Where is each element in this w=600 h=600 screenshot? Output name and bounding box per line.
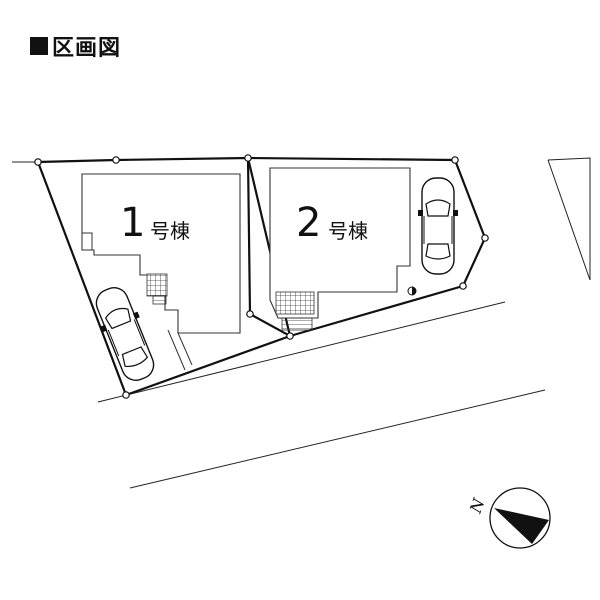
lot-1: 1 号棟 <box>36 156 292 397</box>
lot-1-number: 1 <box>120 200 145 246</box>
entrance-tiles-2 <box>275 291 315 315</box>
neighbor-lot-outline <box>547 157 591 280</box>
meter-icon-half <box>412 287 416 295</box>
entrance-steps-2 <box>281 317 313 331</box>
compass-needle <box>494 508 549 544</box>
entrance-tiles-1 <box>146 273 168 297</box>
boundary-markers <box>34 154 489 399</box>
building-2-footprint <box>269 167 411 319</box>
lot-1-boundary <box>36 156 292 397</box>
lot-2-suffix: 号棟 <box>328 219 368 243</box>
road-edge-near <box>97 301 506 403</box>
corner-marker <box>246 310 254 318</box>
building-1-notch <box>81 232 93 251</box>
lot-2-number: 2 <box>296 200 321 246</box>
corner-marker <box>286 332 294 340</box>
corner-marker <box>122 391 130 399</box>
corner-marker <box>459 282 467 290</box>
title-square-icon <box>30 37 48 55</box>
title-text: 区画図 <box>52 36 122 61</box>
north-arrow-compass-icon: N <box>466 487 551 549</box>
corner-marker <box>244 154 252 162</box>
corner-marker <box>451 156 459 164</box>
car-icon <box>95 287 155 381</box>
path-line-1 <box>167 329 186 371</box>
compass-north-label: N <box>466 495 489 517</box>
entrance-steps-1 <box>152 295 167 305</box>
corner-marker <box>481 234 489 242</box>
lot-1-suffix: 号棟 <box>150 219 190 243</box>
path-line-2 <box>177 332 193 366</box>
neighbor-lot-diagonal <box>547 159 591 281</box>
road-lines <box>12 157 591 489</box>
road-edge-far <box>129 389 546 489</box>
car-icon <box>418 177 458 275</box>
corner-marker <box>34 158 42 166</box>
corner-marker <box>112 156 120 164</box>
figure-title: 区画図 <box>30 30 121 62</box>
